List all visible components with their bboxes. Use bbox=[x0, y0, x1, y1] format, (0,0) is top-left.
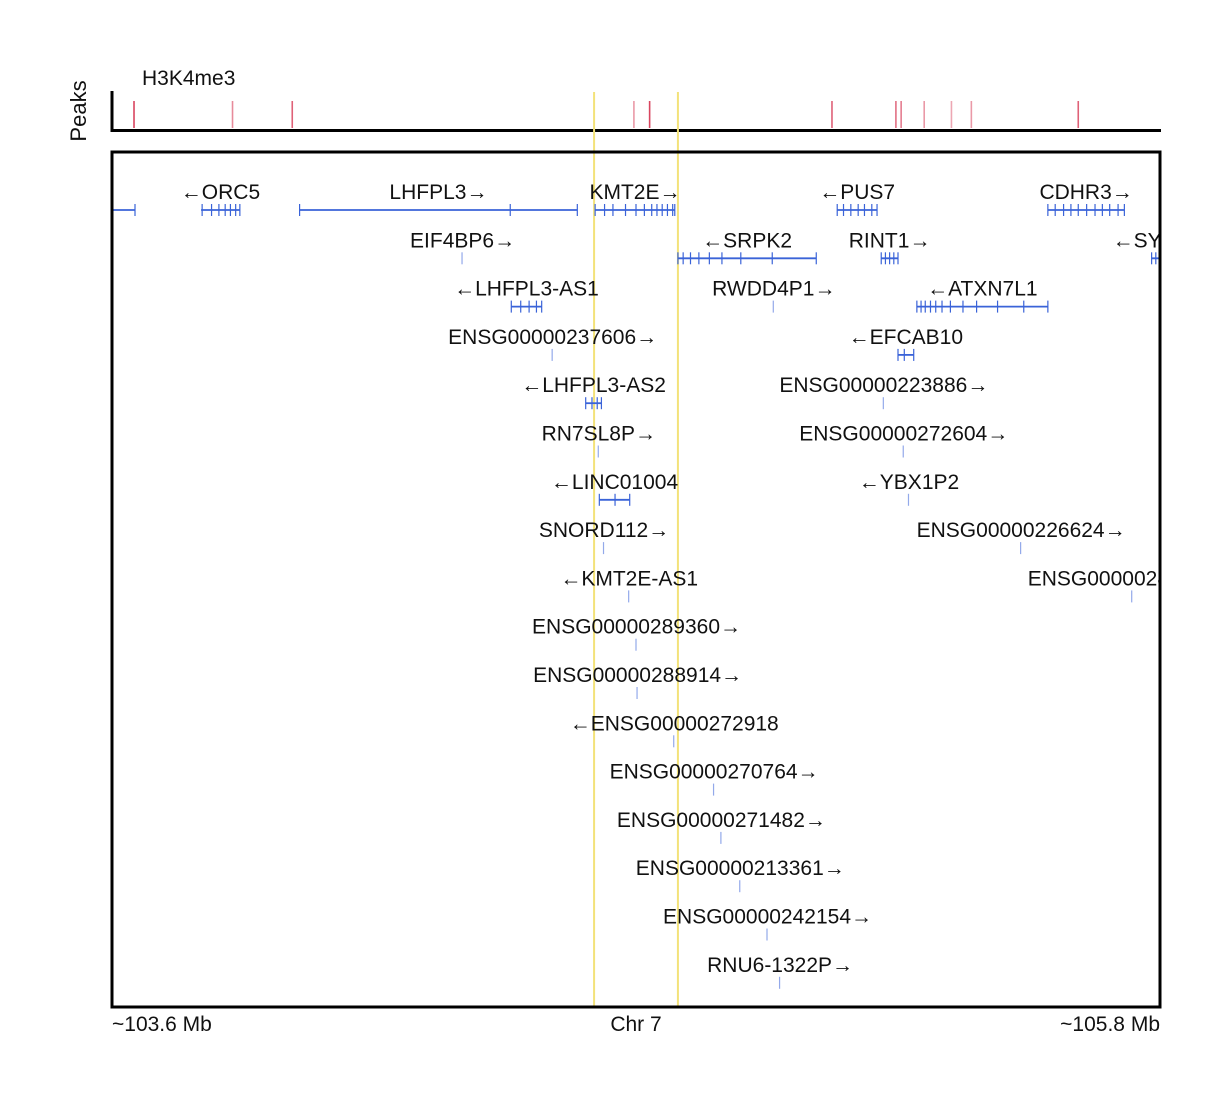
gene-label: ENSG00000270764→ bbox=[610, 761, 819, 784]
gene-linc01004[interactable]: ←LINC01004 bbox=[551, 471, 679, 506]
gene-snord112[interactable]: SNORD112→ bbox=[539, 519, 669, 555]
gene-label: RWDD4P1→ bbox=[712, 278, 835, 301]
gene-lhfpl3-as2[interactable]: ←LHFPL3-AS2 bbox=[521, 374, 666, 410]
axis-start-label: ~103.6 Mb bbox=[112, 1013, 212, 1036]
gene-label: ENSG00000272604→ bbox=[799, 423, 1008, 446]
gene-srpk2[interactable]: ←SRPK2 bbox=[677, 229, 817, 265]
gene-ensg00000283172[interactable]: ENSG00000283172→ bbox=[1028, 567, 1224, 603]
gene-label: KMT2E→ bbox=[589, 181, 680, 204]
gene-rnu6-1322p[interactable]: RNU6-1322P→ bbox=[707, 954, 853, 989]
gene-ensg00000272604[interactable]: ENSG00000272604→ bbox=[799, 423, 1008, 458]
gene-label: EIF4BP6→ bbox=[410, 229, 515, 252]
gene-label: ENSG00000223886→ bbox=[779, 374, 988, 397]
gene-cdhr3[interactable]: CDHR3→ bbox=[1039, 181, 1133, 216]
gene-label: ENSG00000283172→ bbox=[1028, 567, 1224, 590]
gene-ensg00000226624[interactable]: ENSG00000226624→ bbox=[917, 519, 1126, 555]
gene-lhfpl3-as1[interactable]: ←LHFPL3-AS1 bbox=[454, 278, 599, 313]
gene-label: ENSG00000242154→ bbox=[663, 906, 872, 929]
gene-ensg00000271482[interactable]: ENSG00000271482→ bbox=[617, 809, 826, 844]
gene-label: ENSG00000213361→ bbox=[636, 857, 845, 880]
gene-track: ←ORC5 LHFPL3→ KMT2E→ ←PUS7 CDHR3→ EIF4BP6→ ←SR… bbox=[113, 181, 1224, 989]
gene-rn7sl8p[interactable]: RN7SL8P→ bbox=[542, 423, 656, 458]
gene-ybx1p2[interactable]: ←YBX1P2 bbox=[859, 471, 959, 506]
gene-ensg00000272918[interactable]: ←ENSG00000272918 bbox=[570, 712, 779, 748]
gene-label: ENSG00000271482→ bbox=[617, 809, 826, 832]
axis-end-label: ~105.8 Mb bbox=[1060, 1013, 1160, 1036]
peaks-axis-label: Peaks bbox=[66, 80, 91, 141]
genes-panel: ←ORC5 LHFPL3→ KMT2E→ ←PUS7 CDHR3→ EIF4BP6→ ←SR… bbox=[110, 150, 1224, 1009]
gene-label: ←ENSG00000272918 bbox=[570, 712, 779, 735]
gene-label: LHFPL3→ bbox=[389, 181, 487, 204]
gene-sypl1[interactable]: ←SYPL1 bbox=[1113, 229, 1199, 265]
gene-rint1[interactable]: RINT1→ bbox=[849, 229, 931, 265]
gene-label: ←YBX1P2 bbox=[859, 471, 959, 494]
gene-label: ENSG00000289360→ bbox=[532, 616, 741, 639]
gene-label: ←SYPL1 bbox=[1113, 229, 1199, 252]
highlight-region bbox=[593, 92, 679, 1006]
peaks-panel: Peaks H3K4me3 bbox=[66, 67, 1161, 142]
axis-chromosome-label: Chr 7 bbox=[610, 1013, 661, 1036]
peak-marks bbox=[133, 101, 1080, 128]
gene-label: ←LINC01004 bbox=[551, 471, 679, 494]
genes-panel-frame bbox=[110, 150, 1162, 1009]
gene-kmt2e[interactable]: KMT2E→ bbox=[589, 181, 680, 216]
gene-label: ENSG00000288914→ bbox=[533, 664, 742, 687]
gene-ensg00000270764[interactable]: ENSG00000270764→ bbox=[610, 761, 819, 796]
gene-ensg00000237606[interactable]: ENSG00000237606→ bbox=[448, 326, 657, 361]
gene-lhfpl3[interactable]: LHFPL3→ bbox=[298, 181, 578, 216]
gene-label: SNORD112→ bbox=[539, 519, 669, 542]
gene-pus7[interactable]: ←PUS7 bbox=[819, 181, 895, 216]
gene-label: ←PUS7 bbox=[819, 181, 895, 204]
gene-label: ←EFCAB10 bbox=[849, 326, 963, 349]
gene-ensg00000223886[interactable]: ENSG00000223886→ bbox=[779, 374, 988, 410]
gene-ensg00000289360[interactable]: ENSG00000289360→ bbox=[532, 616, 741, 651]
gene-label: RINT1→ bbox=[849, 229, 931, 252]
gene-eif4bp6[interactable]: EIF4BP6→ bbox=[410, 229, 515, 265]
gene-label: RN7SL8P→ bbox=[542, 423, 656, 446]
gene-label: ENSG00000237606→ bbox=[448, 326, 657, 349]
gene-atxn7l1[interactable]: ←ATXN7L1 bbox=[916, 278, 1049, 313]
gene-label: RNU6-1322P→ bbox=[707, 954, 853, 977]
genome-axis: ~103.6 Mb Chr 7 ~105.8 Mb bbox=[112, 1013, 1160, 1036]
gene-orc5[interactable]: ←ORC5 bbox=[181, 181, 260, 216]
gene-label: ←KMT2E-AS1 bbox=[560, 567, 698, 590]
gene-efcab10[interactable]: ←EFCAB10 bbox=[849, 326, 963, 361]
gene-label: ←LHFPL3-AS2 bbox=[521, 374, 666, 397]
gene-label: ←ATXN7L1 bbox=[927, 278, 1038, 301]
peaks-track-name: H3K4me3 bbox=[142, 67, 235, 90]
gene-ensg00000288914[interactable]: ENSG00000288914→ bbox=[533, 664, 742, 699]
gene-label: ←SRPK2 bbox=[702, 229, 792, 252]
gene-label: ←ORC5 bbox=[181, 181, 260, 204]
gene-ensg00000242154[interactable]: ENSG00000242154→ bbox=[663, 906, 872, 941]
gene-label: CDHR3→ bbox=[1039, 181, 1132, 204]
gene-ensg00000213361[interactable]: ENSG00000213361→ bbox=[636, 857, 845, 893]
gene-kmt2e-as1[interactable]: ←KMT2E-AS1 bbox=[560, 567, 698, 603]
gene-label: ENSG00000226624→ bbox=[917, 519, 1126, 542]
gene-rwdd4p1[interactable]: RWDD4P1→ bbox=[712, 278, 835, 313]
gene-label: ←LHFPL3-AS1 bbox=[454, 278, 599, 301]
